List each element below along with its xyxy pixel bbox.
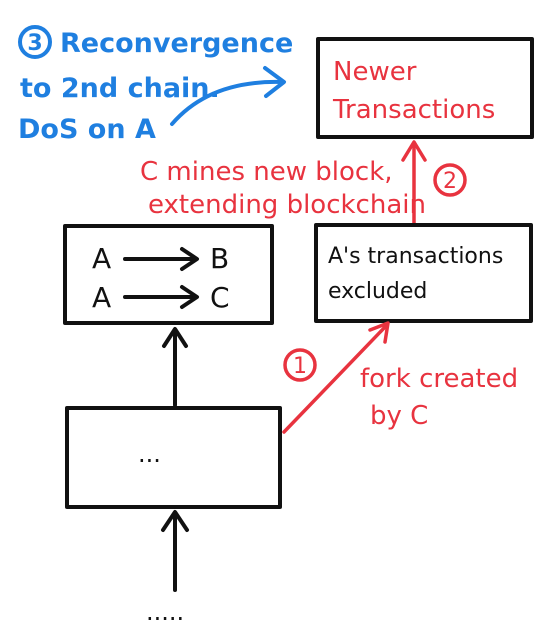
row1-arrow-head [180, 247, 199, 271]
step2-line1: C mines new block, [140, 157, 393, 187]
step1-number: 1 [293, 354, 307, 379]
step2-annotation: C mines new block, extending blockchain … [140, 140, 467, 226]
step3-line3: DoS on A [18, 114, 156, 145]
base-ellipsis: ... [138, 440, 161, 468]
step2-arrow-head [401, 140, 427, 162]
step2-number-circle [433, 163, 467, 197]
step3-number: 3 [27, 31, 42, 56]
earlier-chain-ellipsis: ..... [146, 598, 184, 626]
step1-number-circle [283, 348, 317, 382]
row2-to: C [210, 281, 230, 314]
step3-line2: to 2nd chain. [20, 73, 220, 104]
newer-transactions-block: Newer Transactions [316, 37, 534, 139]
base-box [65, 406, 282, 509]
step1-line2: by C [370, 401, 428, 431]
newer-transactions-line2: Transactions [332, 95, 495, 125]
base-block: ... [65, 406, 282, 509]
newer-transactions-line1: Newer [333, 57, 417, 87]
step1-annotation: 1 fork created by C [282, 321, 518, 434]
double-spend-box [63, 224, 274, 325]
newer-transactions-box [316, 37, 534, 139]
step3-arrow-head [263, 66, 286, 98]
row2-from: A [92, 281, 111, 314]
row2-arrow-head [180, 285, 199, 309]
step3-number-circle [18, 25, 52, 59]
row1-to: B [210, 242, 229, 275]
row1-from: A [92, 242, 111, 275]
base-to-double-spend-arrow-head [162, 327, 188, 348]
fork-arrow-head [368, 321, 390, 344]
step1-line1: fork created [360, 364, 518, 394]
double-spend-block: A B A C [63, 224, 274, 325]
excluded-line2: excluded [328, 279, 427, 304]
step3-annotation: 3 Reconvergence to 2nd chain. DoS on A [18, 25, 293, 145]
step3-line1: Reconvergence [60, 28, 293, 59]
step2-number: 2 [443, 169, 457, 194]
excluded-block: A's transactions excluded [314, 223, 533, 323]
fork-arrow [282, 324, 388, 434]
step3-arrow [170, 79, 284, 126]
earlier-to-base-arrow-head [161, 510, 189, 532]
step2-line2: extending blockchain [148, 190, 426, 220]
excluded-line1: A's transactions [328, 244, 503, 269]
excluded-box [314, 223, 533, 323]
